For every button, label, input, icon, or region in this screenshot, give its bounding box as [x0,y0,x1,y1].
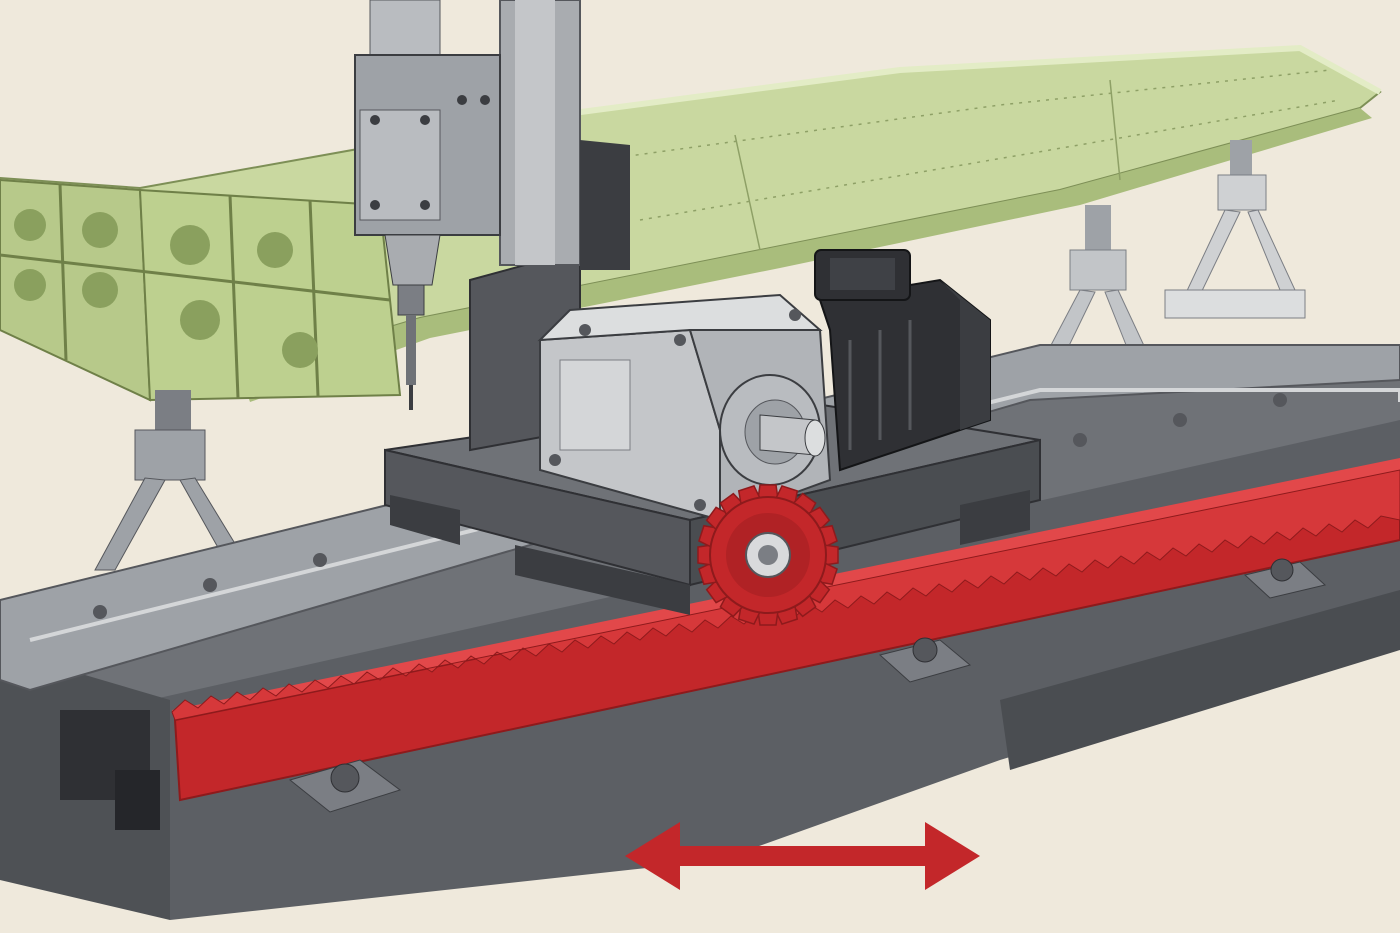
lightening-hole [180,300,220,340]
support-stand-icon [1164,140,1306,319]
lightening-hole [82,212,118,248]
spindle-nose [384,234,441,286]
lightening-hole [257,232,293,268]
base-recess [1000,590,1400,770]
carriage-block [515,545,690,615]
cutting-tool [406,315,416,385]
lightening-hole [14,209,46,241]
wing-lower-shadow [240,108,1372,402]
lightening-hole [170,225,210,265]
pinion-gear-icon [697,484,839,626]
rack-clamp [1243,558,1327,599]
carriage-block [390,495,460,545]
wing-panel-seam-2 [1109,79,1121,181]
aircraft-wing [0,44,1382,402]
lightening-hole [82,272,118,308]
support-stand-icon [94,390,246,571]
double-arrow-icon [625,822,980,890]
spindle-column [369,0,441,56]
servo-motor-icon [814,249,991,472]
wing-cutaway-structure [0,178,402,402]
base-end-hollow [115,770,160,830]
gearbox-icon [537,293,832,522]
spindle-icon [354,0,501,410]
rack-clamp [878,637,972,683]
wing-rivet-line-2 [639,99,1341,221]
wing-panel-seam-1 [734,134,761,251]
carriage-block [960,490,1030,545]
motor-side [940,280,990,430]
lightening-hole [14,269,46,301]
rack-clamp [288,759,402,813]
lightening-hole [282,332,318,368]
wing-leading-edge [519,44,1382,123]
